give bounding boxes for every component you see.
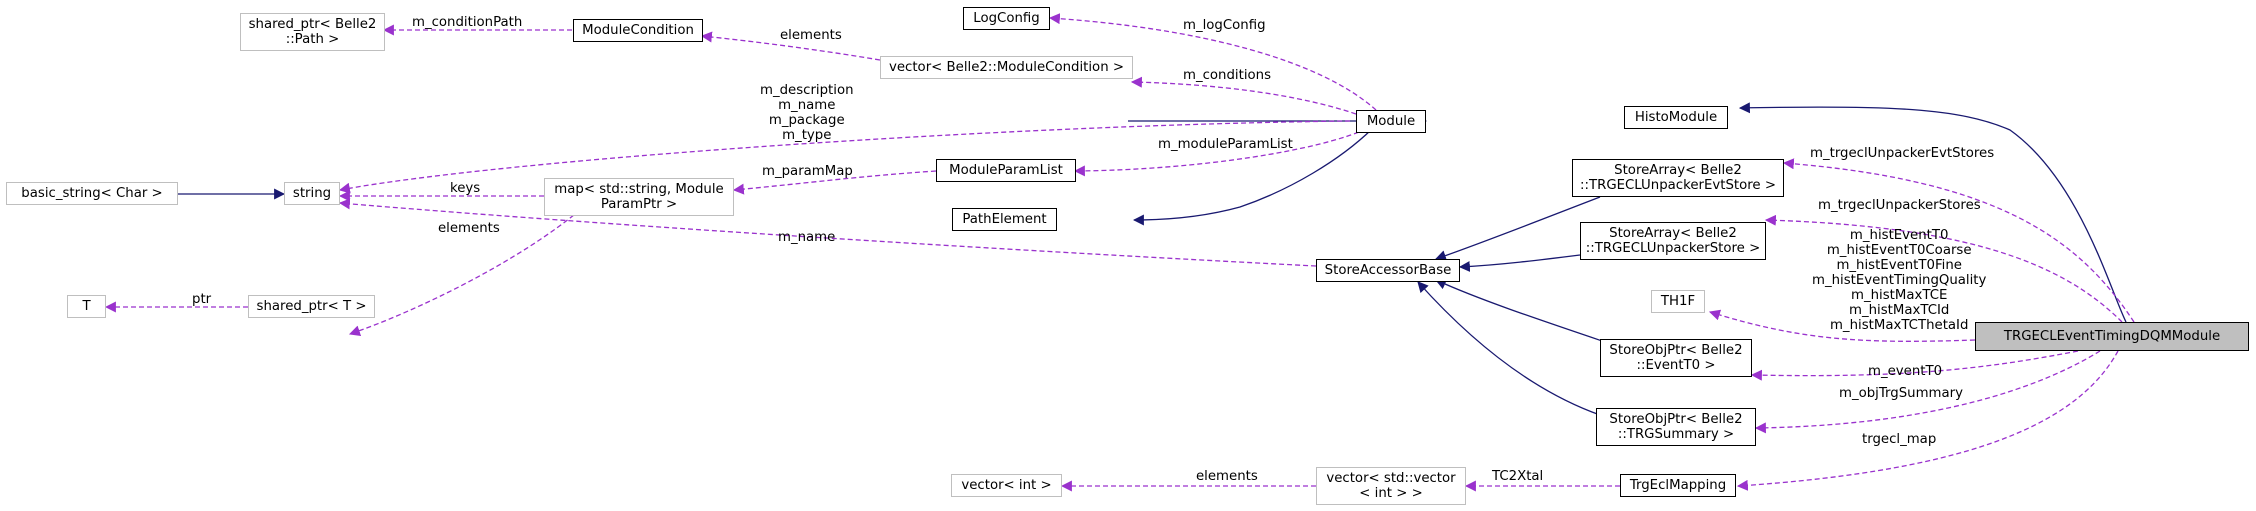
edge-storeobjtrgsummary-to-sab [1417, 281, 1601, 416]
node-label: HistoModule [1634, 110, 1718, 125]
node-t[interactable]: T [67, 295, 106, 318]
edge-label-keys: keys [450, 181, 481, 196]
node-shared-ptr-path[interactable]: shared_ptr< Belle2::Path > [240, 13, 385, 51]
node-label: T [82, 299, 91, 314]
node-string[interactable]: string [284, 182, 340, 205]
node-vector-module-condition[interactable]: vector< Belle2::ModuleCondition > [880, 56, 1133, 79]
edge-label-m-trgeclunpackerevtstores: m_trgeclUnpackerEvtStores [1810, 146, 1995, 161]
edge-module-to-vectorcond [1130, 76, 1357, 115]
node-label: ::EventT0 > [1636, 358, 1716, 373]
node-label: ModuleParamList [949, 163, 1063, 178]
edge-label-ptr: ptr [192, 292, 212, 307]
edge-module-to-pathelement [1132, 128, 1373, 226]
edge-vectorcond-to-modulecondition [700, 31, 881, 61]
edge-main-to-histomodule [1738, 102, 2127, 323]
node-label: vector< std::vector [1326, 471, 1456, 486]
edge-label-trgecl-map: trgecl_map [1862, 432, 1937, 447]
node-label: ModuleCondition [582, 23, 694, 38]
node-vector-int[interactable]: vector< int > [951, 474, 1062, 497]
edge-label-elements-top: elements [780, 28, 842, 43]
node-store-array-store[interactable]: StoreArray< Belle2::TRGECLUnpackerStore … [1580, 222, 1766, 260]
node-label: StoreAccessorBase [1324, 263, 1452, 278]
node-store-array-evt[interactable]: StoreArray< Belle2::TRGECLUnpackerEvtSto… [1572, 159, 1784, 197]
node-label: ::TRGECLUnpackerEvtStore > [1580, 178, 1776, 193]
node-th1f[interactable]: TH1F [1651, 290, 1705, 313]
edge-map-to-sharedt [348, 209, 581, 336]
edge-moduleparamlist-to-map [732, 170, 937, 195]
node-store-obj-trgsummary[interactable]: StoreObjPtr< Belle2::TRGSummary > [1596, 408, 1756, 446]
edge-label-m-conditionpath: m_conditionPath [412, 15, 523, 30]
edge-label-m-logconfig: m_logConfig [1183, 18, 1266, 33]
edge-storeobjeventt0-to-sab [1434, 279, 1615, 346]
node-trg-ecl-mapping[interactable]: TrgEclMapping [1620, 474, 1736, 497]
node-label: basic_string< Char > [21, 186, 163, 201]
edge-label-m-parammap: m_paramMap [762, 164, 853, 179]
edge-label-elements-bottom: elements [1196, 469, 1258, 484]
edge-label-elements-mid: elements [438, 221, 500, 236]
node-label: PathElement [962, 212, 1047, 227]
node-shared-ptr-t[interactable]: shared_ptr< T > [248, 295, 375, 318]
node-label: StoreArray< Belle2 [1609, 226, 1737, 241]
node-label: < int > > [1359, 486, 1423, 501]
edge-main-to-storearraystore [1764, 214, 2123, 323]
edge-label-m-objtrgsummary: m_objTrgSummary [1839, 386, 1963, 401]
node-label: StoreObjPtr< Belle2 [1609, 343, 1743, 358]
node-module-param-list[interactable]: ModuleParamList [936, 159, 1076, 182]
node-log-config[interactable]: LogConfig [963, 7, 1050, 30]
edge-label-m-name: m_name [778, 230, 836, 245]
node-label: ::TRGECLUnpackerStore > [1585, 241, 1761, 256]
node-label: LogConfig [973, 11, 1040, 26]
edge-main-to-storeobjtrgsummary [1754, 350, 2101, 434]
edge-main-to-storeobjeventt0 [1750, 350, 2079, 381]
node-label: map< std::string, Module [554, 182, 724, 197]
edge-storearrayevt-to-sab [1434, 196, 1601, 261]
edge-label-m-trgeclunpackerstores: m_trgeclUnpackerStores [1818, 198, 1981, 213]
node-store-accessor-base[interactable]: StoreAccessorBase [1316, 259, 1460, 282]
node-label: TRGECLEventTimingDQMModule [2003, 329, 2221, 344]
node-label: TH1F [1660, 294, 1696, 309]
node-label: ::Path > [285, 32, 340, 47]
node-vector-vector-int[interactable]: vector< std::vector< int > > [1316, 467, 1466, 505]
node-histo-module[interactable]: HistoModule [1624, 106, 1728, 129]
node-label: vector< int > [961, 478, 1052, 493]
node-label: ::TRGSummary > [1617, 427, 1735, 442]
node-trgecl-event-timing-dqm-module[interactable]: TRGECLEventTimingDQMModule [1975, 322, 2249, 351]
node-label: shared_ptr< T > [256, 299, 367, 314]
node-module[interactable]: Module [1356, 110, 1426, 133]
node-label: ParamPtr > [600, 197, 678, 212]
edge-main-to-th1f [1708, 309, 1976, 342]
edge-label-m-conditions: m_conditions [1183, 68, 1272, 83]
edge-label-m-moduleparamlist: m_moduleParamList [1158, 137, 1293, 152]
edge-main-to-storearrayevt [1782, 158, 2135, 323]
node-label: shared_ptr< Belle2 [248, 17, 377, 32]
node-label: TrgEclMapping [1629, 478, 1727, 493]
node-label: vector< Belle2::ModuleCondition > [888, 60, 1124, 75]
edge-label-m-eventt0: m_eventT0 [1868, 364, 1943, 379]
edge-label-hist-members: m_histEventT0 m_histEventT0Coarse m_hist… [1812, 228, 1987, 333]
edge-label-string-members: m_description m_name m_package m_type [760, 83, 854, 143]
node-label: string [292, 186, 332, 201]
edge-label-tc2xtal: TC2Xtal [1492, 469, 1544, 484]
edge-module-to-string [338, 120, 1351, 194]
node-label: Module [1366, 114, 1416, 129]
edge-main-to-trgeclmapping [1736, 350, 2119, 491]
node-store-obj-eventt0[interactable]: StoreObjPtr< Belle2::EventT0 > [1600, 339, 1752, 377]
node-path-element[interactable]: PathElement [952, 208, 1057, 231]
node-basic-string[interactable]: basic_string< Char > [6, 182, 178, 205]
node-module-condition[interactable]: ModuleCondition [573, 19, 703, 42]
node-label: StoreObjPtr< Belle2 [1609, 412, 1743, 427]
edge-storearraystore-to-sab [1458, 254, 1581, 272]
node-label: StoreArray< Belle2 [1614, 163, 1742, 178]
